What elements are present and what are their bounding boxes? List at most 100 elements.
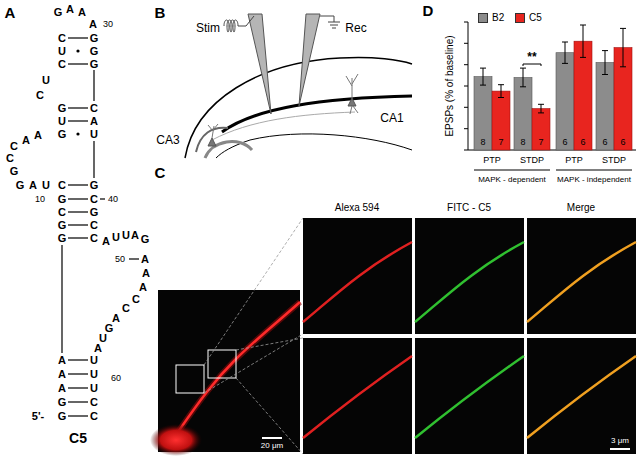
aptamer-name: C5 <box>69 431 87 445</box>
legend-text: B2 <box>492 13 504 23</box>
nucleotide: U <box>90 129 98 140</box>
nucleotide: G <box>58 411 67 422</box>
nucleotide: U <box>90 383 98 394</box>
end-label: 5'- <box>32 411 44 422</box>
nucleotide: C <box>58 33 66 44</box>
nucleotide: G <box>90 180 99 191</box>
nucleotide: C <box>90 411 98 422</box>
significance-mark: ** <box>527 51 536 63</box>
nucleotide: C <box>90 220 98 231</box>
region-label: CA3 <box>156 134 179 146</box>
position-number: 60 <box>111 374 121 383</box>
category-label: STDP <box>602 156 626 165</box>
nucleotide: C <box>90 194 98 205</box>
sample-size: 6 <box>580 138 585 147</box>
sample-size: 6 <box>602 138 607 147</box>
nucleotide: A <box>22 135 30 146</box>
legend-swatch <box>515 13 525 23</box>
nucleotide: C <box>10 141 18 152</box>
category-label: PTP <box>483 156 501 165</box>
nucleotide: A <box>34 130 42 141</box>
nucleotide: A <box>29 180 37 191</box>
position-number: 40 <box>108 195 118 204</box>
nucleotide: G <box>90 46 99 57</box>
category-label: PTP <box>565 156 583 165</box>
legend-swatch <box>478 13 488 23</box>
nucleotide: G <box>58 233 67 244</box>
scale-label: 20 μm <box>261 442 283 450</box>
nucleotide: U <box>42 75 50 86</box>
nucleotide: G <box>58 103 67 114</box>
nucleotide: G <box>141 234 150 245</box>
region-label: CA1 <box>380 112 403 124</box>
electrode-label: Stim <box>196 22 220 34</box>
nucleotide: A <box>66 4 74 15</box>
sample-size: 8 <box>520 138 525 147</box>
micrograph-overview <box>150 218 303 456</box>
nucleotide: A <box>58 355 66 366</box>
nucleotide: U <box>58 46 66 57</box>
nucleotide: A <box>94 343 102 354</box>
panel-letter: A <box>5 5 16 20</box>
nucleotide: C <box>58 180 66 191</box>
sample-size: 6 <box>620 138 625 147</box>
sample-size: 8 <box>480 138 485 147</box>
nucleotide: G <box>58 397 67 408</box>
sample-size: 7 <box>498 138 503 147</box>
sample-size: 7 <box>538 138 543 147</box>
nucleotide: A <box>58 383 66 394</box>
nucleotide: A <box>58 369 66 380</box>
nucleotide: G <box>10 166 19 177</box>
panel-letter: D <box>423 3 434 18</box>
nucleotide: A <box>142 268 150 279</box>
scale-label: 3 μm <box>611 437 629 445</box>
nucleotide: A <box>78 7 86 18</box>
column-heading: FITC - C5 <box>447 203 491 213</box>
nucleotide: A <box>89 19 97 30</box>
nucleotide: C <box>122 303 130 314</box>
category-label: STDP <box>520 156 544 165</box>
nucleotide: A <box>90 116 98 127</box>
panel-letter: B <box>155 5 166 20</box>
hippocampus-sketch <box>185 57 412 158</box>
nucleotide: G <box>58 129 67 140</box>
nucleotide: C <box>90 233 98 244</box>
nucleotide: U <box>58 116 66 127</box>
nucleotide: G <box>16 180 25 191</box>
nucleotide: U <box>112 232 120 243</box>
position-number: 10 <box>35 195 45 204</box>
column-heading: Alexa 594 <box>335 203 379 213</box>
nucleotide: C <box>6 153 14 164</box>
electrode-label: Rec <box>345 22 366 34</box>
nucleotide: G <box>54 7 63 18</box>
rna-structure <box>62 38 139 416</box>
position-number: 50 <box>115 255 125 264</box>
bar-chart <box>464 22 636 170</box>
panel-letter: C <box>155 165 166 180</box>
nucleotide: A <box>102 236 110 247</box>
micrograph-zooms <box>303 218 636 454</box>
nucleotide: A <box>141 254 149 265</box>
electrodes <box>224 14 340 114</box>
nucleotide: G <box>58 220 67 231</box>
nucleotide: G <box>90 207 99 218</box>
nucleotide: U <box>90 369 98 380</box>
nucleotide: U <box>90 355 98 366</box>
group-label: MAPK - dependent <box>478 176 546 184</box>
position-number: 30 <box>103 20 113 29</box>
column-heading: Merge <box>567 203 595 213</box>
nucleotide: U <box>42 180 50 191</box>
nucleotide: C <box>36 90 44 101</box>
nucleotide: G <box>58 194 67 205</box>
axis-title: EPSPs (% of baseline) <box>445 35 455 136</box>
nucleotide: A <box>131 230 139 241</box>
nucleotide: C <box>132 294 140 305</box>
nucleotide: G <box>90 59 99 70</box>
nucleotide: A <box>139 282 147 293</box>
nucleotide: C <box>58 207 66 218</box>
nucleotide: C <box>58 59 66 70</box>
nucleotide: C <box>90 397 98 408</box>
nucleotide: C <box>90 103 98 114</box>
group-label: MAPK - independent <box>557 176 631 184</box>
